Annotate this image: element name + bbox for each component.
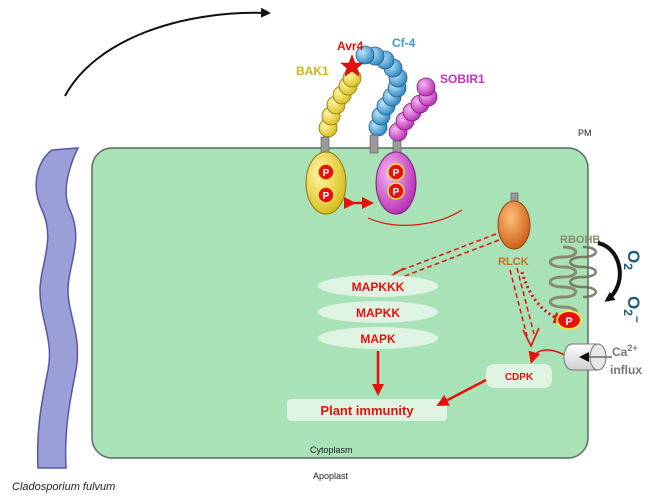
influx-label: influx [610, 363, 642, 377]
svg-text:P: P [393, 168, 400, 179]
cdpk-to-immunity-arrow [436, 378, 487, 406]
rlck-to-cdpk-arrow [509, 267, 540, 348]
avr4-label: Avr4 [337, 39, 364, 53]
mapkk-label: MAPKK [356, 306, 400, 320]
bak1-kinase-domain [305, 151, 347, 215]
mapkkk-label: MAPKKK [352, 280, 405, 294]
cytoplasm-label: Cytoplasm [310, 445, 353, 455]
mapkkk-node [318, 275, 438, 297]
rbohb-label: RBOHB [560, 234, 600, 246]
cf4-label: Cf-4 [392, 36, 416, 50]
mapkk-node [318, 301, 438, 323]
rlck-label: RLCK [498, 256, 529, 268]
pm-label: PM [578, 128, 592, 138]
sobir1-tm [392, 140, 402, 154]
plant-cell [91, 147, 589, 459]
rlck-activation-curve [367, 209, 463, 226]
calcium-label: Ca2+ [612, 343, 638, 359]
sobir1-label: SOBIR1 [440, 72, 485, 86]
phospho-badge: P [387, 182, 405, 200]
o2-label: O2 [621, 250, 643, 270]
cf4-tm [369, 134, 379, 154]
avr4-star-icon [340, 54, 364, 77]
bak1-label: BAK1 [296, 64, 329, 78]
ros-production-arrow [597, 241, 622, 302]
phospho-badge: P [317, 163, 335, 181]
mapk-label: MAPK [360, 332, 396, 346]
phospho-badge: P [556, 310, 582, 330]
cdpk-label: CDPK [505, 372, 534, 383]
rlck-protein [497, 200, 531, 250]
superoxide-label: O2− [621, 296, 644, 323]
cf4-ectodomain [355, 45, 408, 137]
mapk-node [318, 327, 438, 349]
phospho-badge: P [317, 186, 335, 204]
svg-text:P: P [323, 191, 330, 202]
infection-arrow [64, 7, 271, 97]
apoplast-label: Apoplast [313, 471, 349, 481]
phospho-badge: P [387, 163, 405, 181]
plant-immunity-box [287, 399, 447, 421]
sobir1-ectodomain [388, 77, 438, 142]
fungus-hypha [35, 147, 80, 469]
svg-text:P: P [565, 316, 572, 328]
organism-label: Cladosporium fulvum [12, 481, 115, 493]
rbohb-protein [548, 245, 578, 319]
calcium-channel [563, 343, 612, 371]
rbohb-protein [569, 245, 597, 299]
bak1-ectodomain [318, 68, 362, 138]
cdpk-box [486, 364, 552, 388]
svg-text:P: P [393, 187, 400, 198]
bak1-tm [320, 136, 330, 154]
calcium-feedback-arrow [528, 349, 569, 364]
svg-text:P: P [323, 168, 330, 179]
plant-immunity-label: Plant immunity [320, 403, 414, 418]
